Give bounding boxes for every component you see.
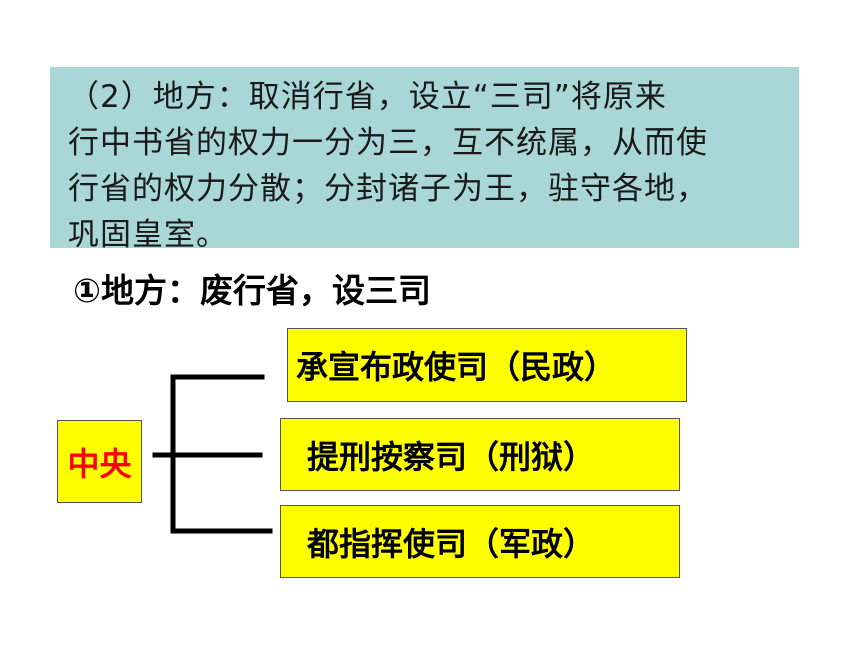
central-government-box: 中央 — [57, 420, 142, 503]
office-box-military: 都指挥使司（军政） — [280, 505, 680, 578]
intro-line: （2）地方：取消行省，设立“三司”将原来 — [68, 79, 667, 115]
intro-text-box: （2）地方：取消行省，设立“三司”将原来 行中书省的权力一分为三，互不统属，从而… — [50, 67, 799, 253]
central-government-label: 中央 — [67, 444, 132, 483]
office-label: 提刑按察司（刑狱） — [307, 437, 596, 476]
intro-line: 行中书省的权力一分为三，互不统属，从而使 — [68, 125, 708, 161]
intro-line: 行省的权力分散；分封诸子为王，驻守各地， — [68, 171, 708, 207]
office-box-civil-affairs: 承宣布政使司（民政） — [287, 328, 687, 402]
office-label: 都指挥使司（军政） — [307, 524, 596, 563]
intro-line: 巩固皇室。 — [68, 217, 228, 253]
section-title: ①地方：废行省，设三司 — [73, 271, 431, 310]
office-label: 承宣布政使司（民政） — [296, 348, 617, 386]
office-box-justice: 提刑按察司（刑狱） — [280, 418, 680, 491]
